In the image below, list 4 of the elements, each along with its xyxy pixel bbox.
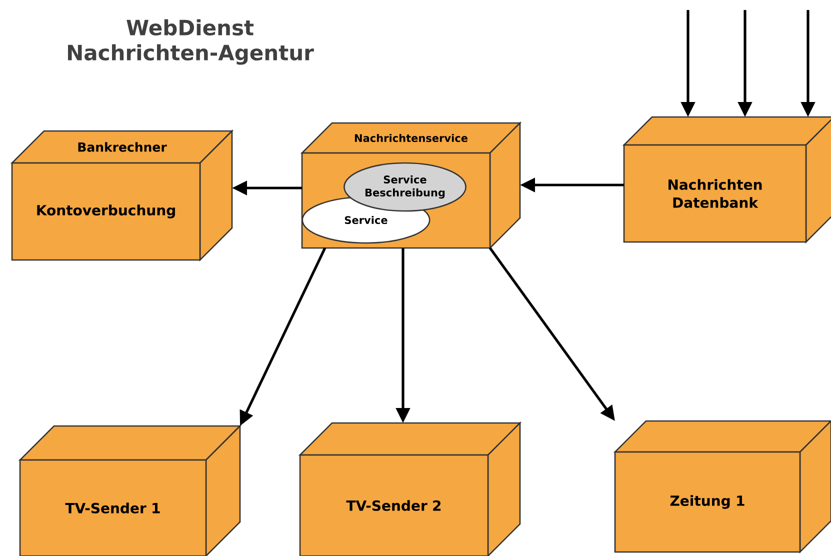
node-label: Nachrichtenservice	[354, 134, 468, 142]
node-label: Bankrechner	[78, 142, 167, 152]
ellipse-box: Service Beschreibung	[344, 162, 466, 212]
title: WebDienst Nachrichten-Agentur	[68, 19, 314, 65]
